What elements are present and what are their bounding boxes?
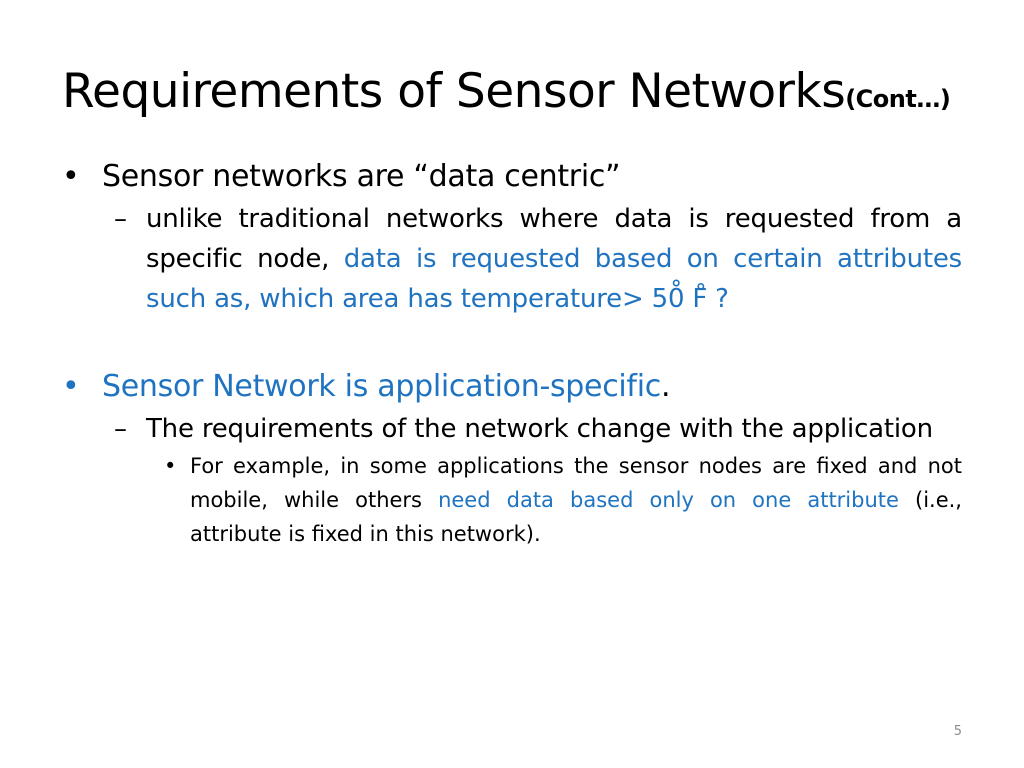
spacer xyxy=(62,319,962,365)
slide-title: Requirements of Sensor Networks(Cont…) xyxy=(62,64,951,119)
slide-body: • Sensor networks are “data centric” – u… xyxy=(62,155,962,551)
sub-sub-bullet-tail: (i.e., attribute is fixed in this networ… xyxy=(190,488,962,546)
bullet-icon: • xyxy=(62,159,80,194)
bullet-text: Sensor networks are “data centric” xyxy=(102,159,621,194)
sub-sub-bullet-text: For example, in some applications the se… xyxy=(190,454,962,512)
bullet-icon: • xyxy=(164,454,177,478)
sub-bullet-item: – The requirements of the network change… xyxy=(62,409,962,449)
sub-bullet-highlight: data is requested based on certain attri… xyxy=(146,244,962,314)
sub-sub-bullet-highlight: need data based only on one attribute xyxy=(438,488,899,512)
sub-bullet-text: unlike traditional networks where data i… xyxy=(146,204,962,274)
sub-sub-bullet-item: • For example, in some applications the … xyxy=(62,449,962,551)
bullet-item: • Sensor Network is application-specific… xyxy=(62,365,962,409)
sub-bullet-item: – unlike traditional networks where data… xyxy=(62,199,962,319)
dash-bullet-icon: – xyxy=(114,414,127,444)
slide-title-suffix: (Cont…) xyxy=(845,85,951,113)
bullet-icon: • xyxy=(62,369,80,404)
sub-bullet-text: The requirements of the network change w… xyxy=(146,414,933,444)
bullet-item: • Sensor networks are “data centric” xyxy=(62,155,962,199)
slide-title-main: Requirements of Sensor Networks xyxy=(62,64,846,119)
bullet-tail: . xyxy=(660,369,671,404)
dash-bullet-icon: – xyxy=(114,204,127,234)
page-number: 5 xyxy=(953,724,962,739)
bullet-highlight: Sensor Network is application-specific xyxy=(102,369,661,404)
